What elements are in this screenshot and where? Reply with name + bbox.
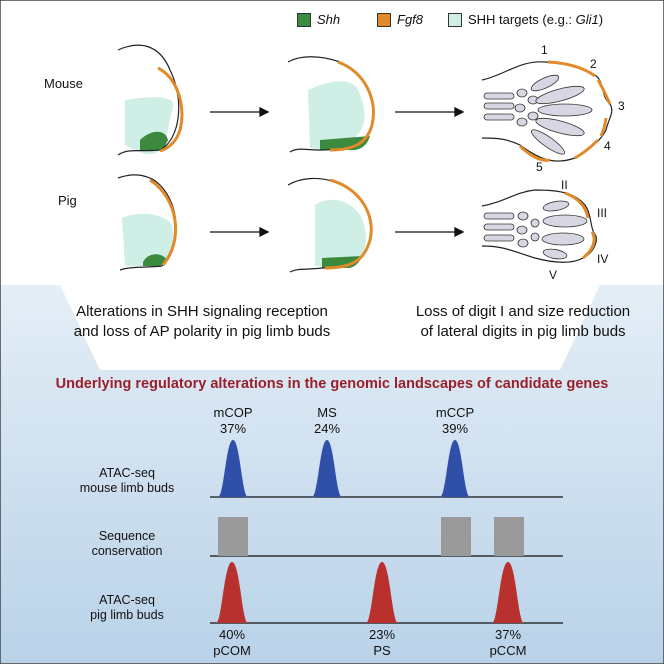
- species-label-mouse: Mouse: [44, 76, 84, 91]
- track-label-conservation-line2: conservation: [91, 544, 163, 558]
- pig-digit-iv: IV: [597, 252, 609, 266]
- pig-peak-pcom-name: pCOM: [213, 643, 251, 658]
- track-label-atac-pig-line1: ATAC-seq: [99, 593, 155, 607]
- pig-peak-pccm-pct: 37%: [494, 627, 522, 642]
- pig-peak-ps-label: 23% PS: [352, 627, 412, 659]
- track-label-atac-mouse-line2: mouse limb buds: [79, 481, 175, 495]
- mouse-digit-2: 2: [590, 57, 597, 71]
- mouse-peak-ms-label: MS 24%: [297, 405, 357, 437]
- track-label-conservation: Sequence conservation: [62, 529, 192, 559]
- track-label-atac-pig-line2: pig limb buds: [90, 608, 164, 622]
- mouse-peak-mcop-name: mCOP: [213, 405, 253, 420]
- species-label-pig: Pig: [58, 193, 77, 208]
- legend-targets-prefix: SHH targets (e.g.:: [468, 12, 576, 27]
- pig-peak-pcom-label: 40% pCOM: [202, 627, 262, 659]
- caption-left-line2: and loss of AP polarity in pig limb buds: [73, 323, 331, 340]
- mouse-digit-4: 4: [604, 139, 611, 153]
- caption-right-line2: of lateral digits in pig limb buds: [420, 323, 626, 340]
- arrow-pig-2: [395, 226, 465, 238]
- pig-autopod: [481, 189, 597, 263]
- legend-targets-suffix: ): [598, 12, 604, 27]
- mouse-peak-mccp: [440, 440, 470, 497]
- mouse-digit-5: 5: [536, 160, 543, 174]
- pig-peak-pccm-label: 37% pCCM: [478, 627, 538, 659]
- pig-peak-ps: [366, 562, 398, 623]
- caption-left: Alterations in SHH signaling reception a…: [56, 302, 348, 342]
- mouse-peak-mccp-pct: 39%: [441, 421, 469, 436]
- pig-peak-ps-name: PS: [373, 643, 391, 658]
- legend-shh-swatch: [297, 12, 311, 27]
- legend-fgf8-swatch: [377, 12, 391, 27]
- pig-peak-pccm-name: pCCM: [489, 643, 527, 658]
- pig-digit-ii: II: [561, 178, 568, 192]
- mouse-autopod: [481, 60, 613, 162]
- pig-peak-pccm: [492, 562, 524, 623]
- legend-shh-label: Shh: [317, 12, 341, 27]
- track-label-atac-mouse-line1: ATAC-seq: [99, 466, 155, 480]
- caption-right: Loss of digit I and size reduction of la…: [392, 302, 654, 342]
- pig-limb-bud-late: [287, 177, 373, 273]
- mouse-peak-mccp-label: mCCP 39%: [425, 405, 485, 437]
- pig-limb-bud-early: [117, 174, 177, 271]
- track-label-atac-pig: ATAC-seq pig limb buds: [62, 593, 192, 623]
- mouse-peak-ms-name: MS: [317, 405, 337, 420]
- arrow-mouse-2: [395, 106, 465, 118]
- mouse-peak-mcop-label: mCOP 37%: [203, 405, 263, 437]
- pig-peak-pcom: [216, 562, 248, 623]
- legend-targets-swatch: [448, 12, 462, 27]
- mouse-digit-1: 1: [541, 43, 548, 57]
- mouse-peak-ms: [312, 440, 342, 497]
- mouse-peak-mcop-pct: 37%: [219, 421, 247, 436]
- mouse-limb-bud-late: [287, 56, 375, 153]
- arrow-pig-1: [210, 226, 270, 238]
- legend-targets-gene: Gli1: [575, 12, 599, 27]
- pig-digit-v: V: [549, 268, 558, 282]
- conservation-block-1: [218, 517, 248, 556]
- mouse-peak-ms-pct: 24%: [313, 421, 341, 436]
- legend-fgf8: Fgf8: [377, 12, 423, 27]
- mouse-digit-3: 3: [618, 99, 625, 113]
- regulatory-heading: Underlying regulatory alterations in the…: [55, 376, 609, 392]
- pig-peak-ps-pct: 23%: [368, 627, 396, 642]
- pig-digit-iii: III: [597, 206, 608, 220]
- track-label-atac-mouse: ATAC-seq mouse limb buds: [62, 466, 192, 496]
- arrow-mouse-1: [210, 106, 270, 118]
- legend-shh-targets: SHH targets (e.g.: Gli1): [448, 12, 603, 27]
- caption-left-line1: Alterations in SHH signaling reception: [76, 303, 328, 320]
- legend-shh: Shh: [297, 12, 340, 27]
- conservation-block-3: [494, 517, 524, 556]
- mouse-peak-mcop: [218, 440, 248, 497]
- mouse-peak-mccp-name: mCCP: [435, 405, 475, 420]
- pig-peak-pcom-pct: 40%: [218, 627, 246, 642]
- caption-right-line1: Loss of digit I and size reduction: [415, 303, 631, 320]
- mouse-limb-bud-early: [117, 44, 184, 156]
- conservation-block-2: [441, 517, 471, 556]
- legend-fgf8-label: Fgf8: [397, 12, 424, 27]
- track-label-conservation-line1: Sequence: [98, 529, 156, 543]
